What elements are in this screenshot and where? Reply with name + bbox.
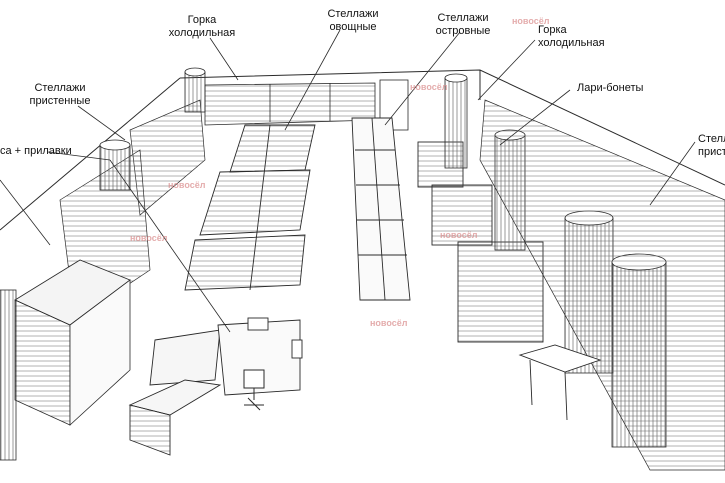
office-chair (243, 369, 265, 411)
room-outline (0, 69, 725, 231)
label-checkout: са + прилавки (0, 145, 72, 157)
label-line: прист (698, 146, 725, 158)
label-line: Стеллажи (437, 12, 489, 24)
watermark: новосёл (440, 230, 478, 240)
label-line: Горка (538, 24, 567, 36)
label-island-racks: Стеллажи островные (428, 12, 498, 38)
left-column (0, 289, 17, 461)
label-vegetable-racks: Стеллажи овощные (318, 8, 388, 34)
label-gorka-top: Горка холодильная (162, 14, 242, 40)
label-line: пристенные (29, 95, 91, 107)
left-counters (14, 259, 131, 426)
label-line: Горка (187, 14, 217, 26)
watermark: новосёл (370, 318, 408, 328)
right-desk (518, 344, 602, 421)
chest-freezers (417, 141, 544, 343)
label-wall-racks-left: Стеллажи пристенные (25, 82, 95, 108)
label-line: овощные (329, 21, 377, 33)
label-wall-racks-right: Стелл прист (698, 133, 725, 159)
label-line: Стеллажи (34, 82, 86, 94)
label-gorka-right: Горка холодильная (538, 24, 605, 50)
watermark: новосёл (130, 233, 168, 243)
leader-lines (0, 29, 696, 333)
back-refrigerated-slide (204, 82, 376, 126)
label-line: островные (435, 25, 491, 37)
watermark: новосёл (168, 180, 206, 190)
watermark: новосёл (512, 16, 550, 26)
vegetable-racks (184, 124, 316, 291)
checkout-zone (128, 317, 303, 456)
label-chest-freezers: Лари-бонеты (577, 82, 644, 94)
island-racks (351, 117, 411, 301)
label-line: холодильная (168, 27, 236, 39)
watermark: новосёл (410, 82, 448, 92)
label-line: Стеллажи (327, 8, 379, 20)
label-line: холодильная (538, 37, 605, 49)
label-line: Стелл (698, 133, 725, 145)
right-wall-shelving (479, 99, 725, 471)
